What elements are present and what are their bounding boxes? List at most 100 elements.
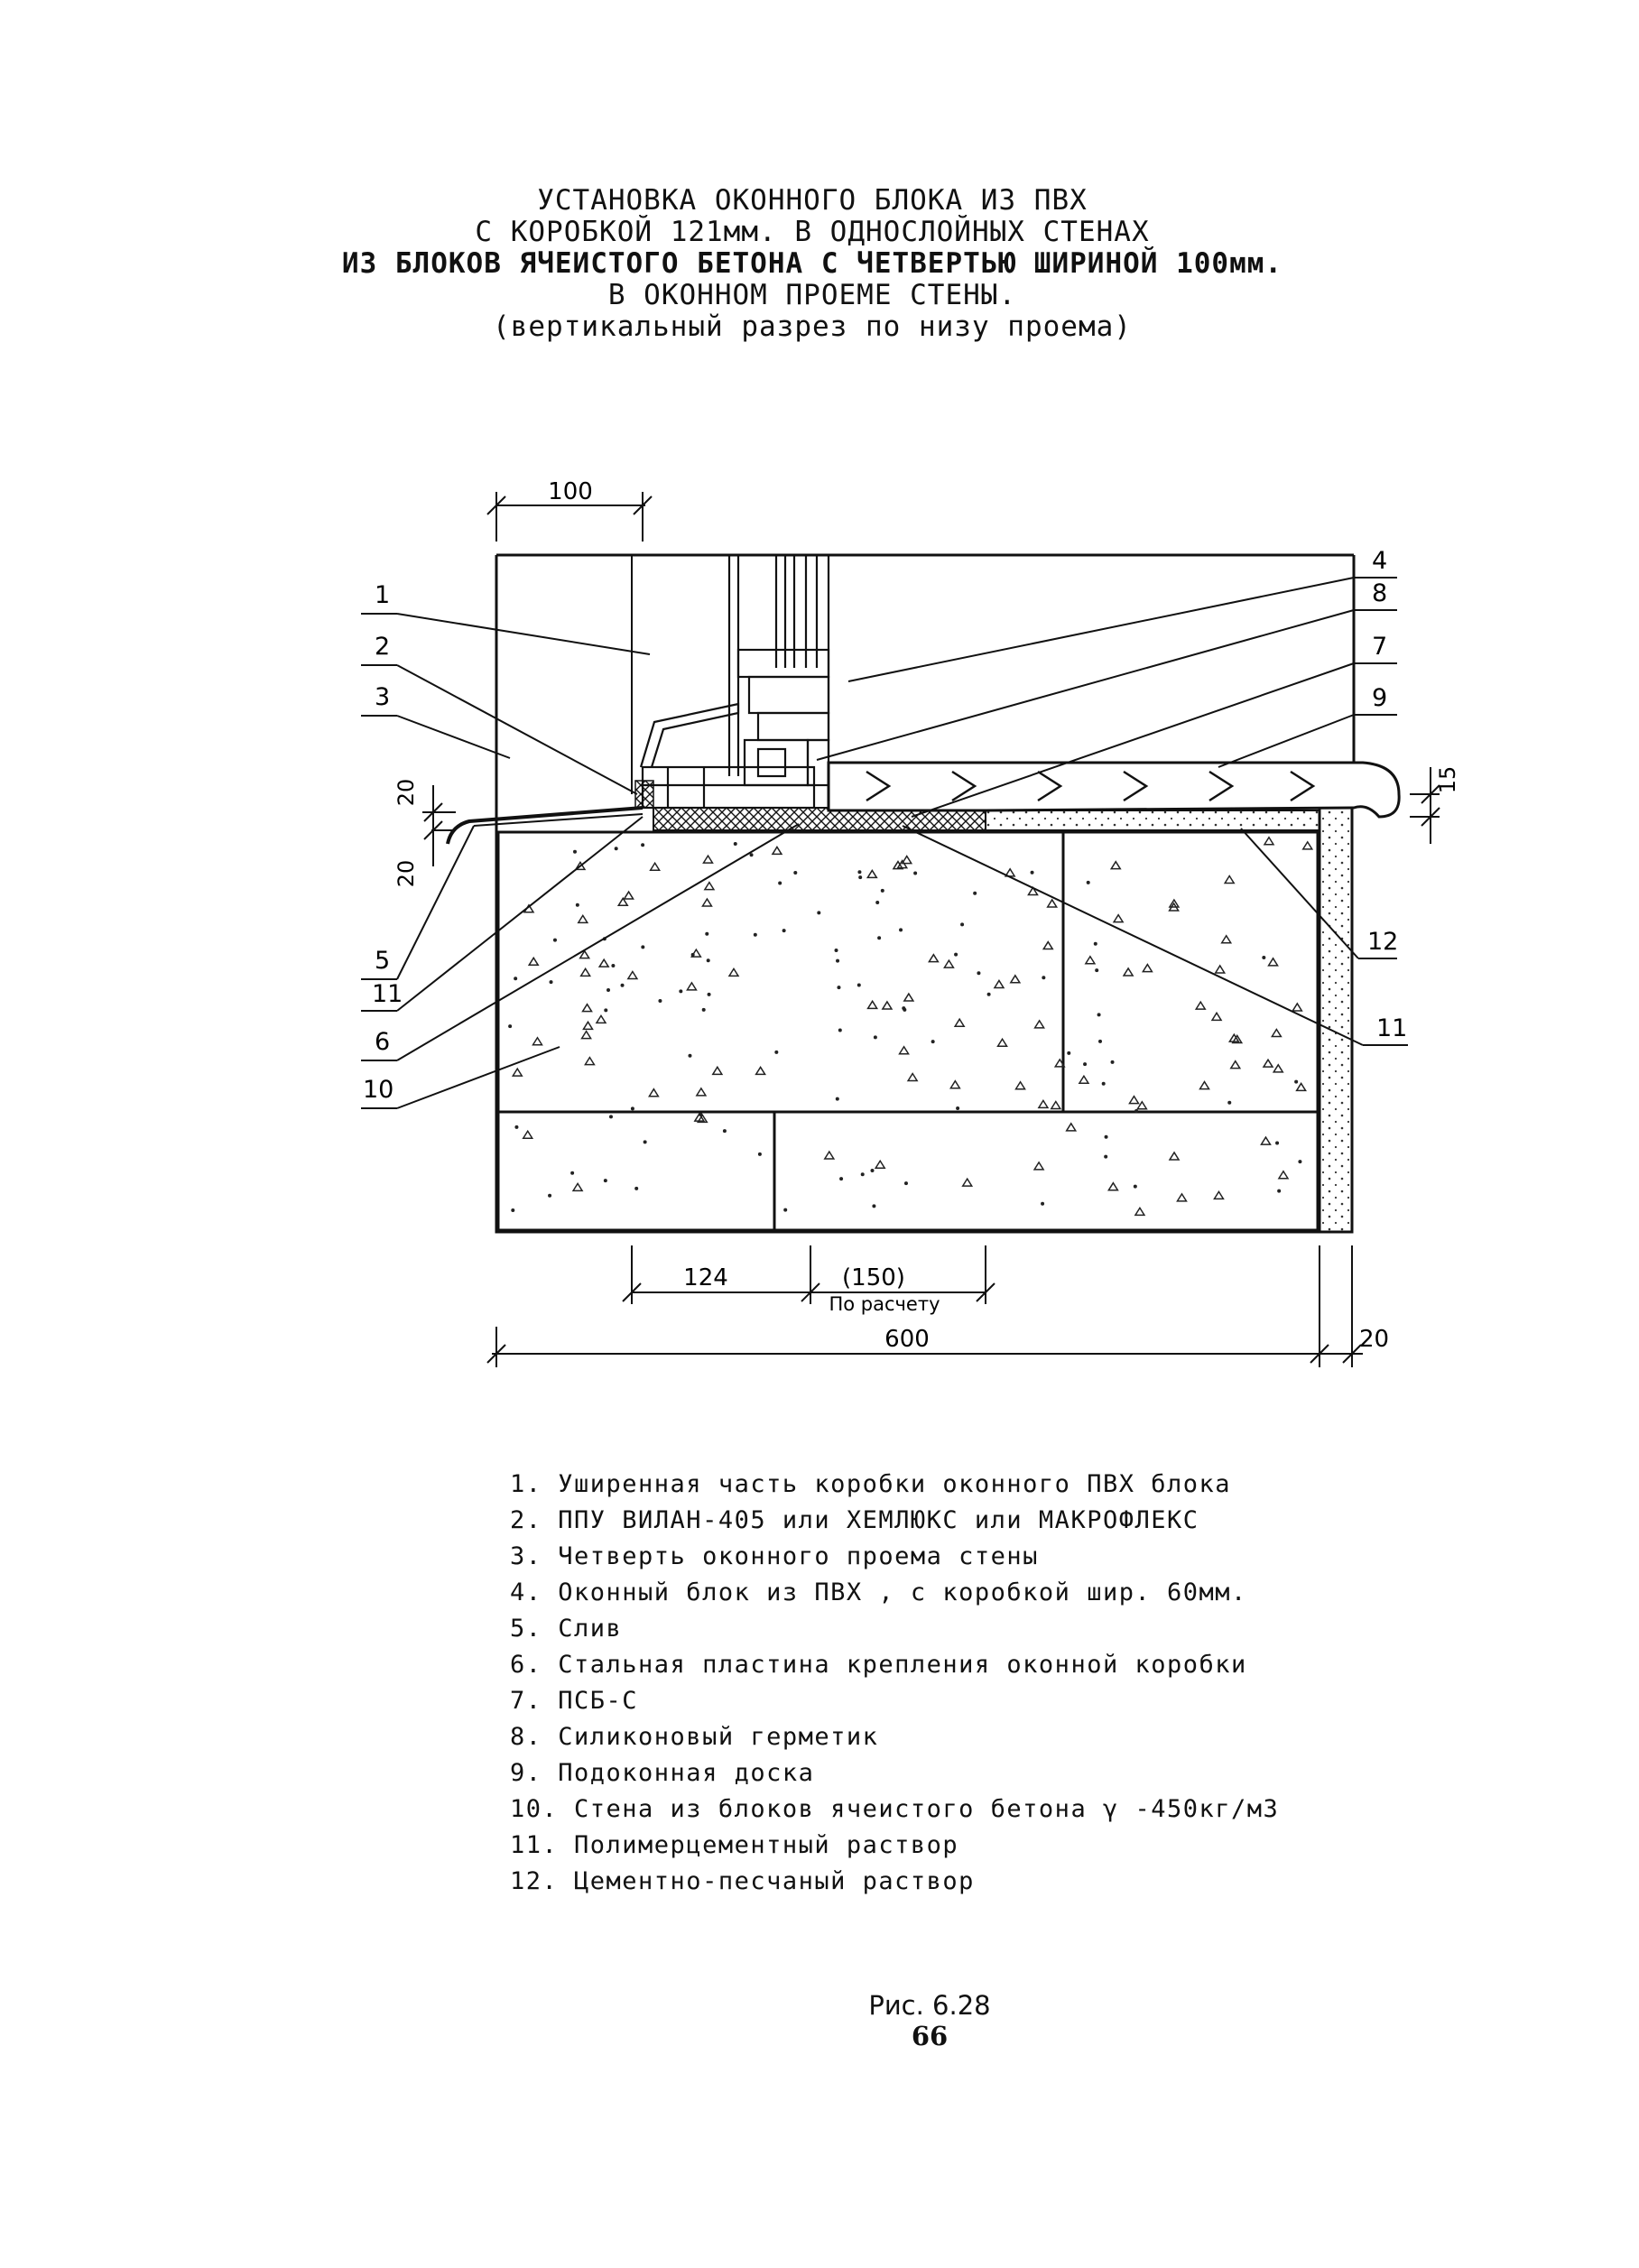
aggregate-mark [1260, 1135, 1272, 1145]
aggregate-mark [901, 855, 913, 865]
aggregate-mark [1142, 963, 1153, 973]
aggregate-mark [579, 967, 591, 977]
aggregate-dot [707, 992, 711, 996]
callout-5: 5 [375, 947, 390, 975]
aggregate-mark [693, 1112, 706, 1122]
aggregate-dot [753, 932, 757, 937]
aggregate-dot [699, 1112, 703, 1116]
aggregate-mark [574, 860, 587, 871]
aggregate-dot [608, 1115, 613, 1119]
aggregate-dot [575, 903, 579, 907]
aggregate-mark [1136, 1100, 1148, 1110]
aggregate-mark [1065, 1122, 1078, 1132]
leader-lines-right [816, 577, 1408, 1046]
aggregate-mark [1220, 934, 1233, 944]
foam-seal [634, 780, 654, 809]
aggregate-mark [703, 881, 716, 891]
aggregate-mark [1272, 1063, 1284, 1073]
aggregate-mark [1301, 840, 1314, 850]
aggregate-mark [1271, 1028, 1282, 1038]
aggregate-dot [630, 1106, 634, 1111]
aggregate-dot [1104, 1134, 1108, 1139]
aggregate-mark [953, 1017, 966, 1027]
aggregate-mark [1214, 964, 1227, 974]
aggregate-mark [577, 913, 589, 924]
title-line-1: УСТАНОВКА ОКОННОГО БЛОКА ИЗ ПВХ [537, 184, 1088, 217]
legend-item-1: 1. Уширенная часть коробки оконного ПВХ … [510, 1470, 1231, 1498]
aggregate-dot [1104, 1154, 1108, 1159]
aggregate-dot [643, 1140, 647, 1144]
legend-item-8: 8. Силиконовый герметик [510, 1723, 879, 1751]
aggregate-dot [880, 888, 884, 893]
aggregate-dot [1277, 1189, 1282, 1193]
aggregate-dot [614, 847, 618, 851]
aggregate-dot [977, 971, 981, 976]
callout-6: 6 [375, 1028, 390, 1056]
aggregate-dot [701, 1007, 706, 1012]
callout-12: 12 [1367, 928, 1398, 956]
aggregate-dot [1294, 1079, 1299, 1084]
aggregate-dot [604, 1008, 608, 1013]
aggregate-mark [1168, 898, 1181, 908]
legend-item-6: 6. Стальная пластина крепления оконной к… [510, 1651, 1247, 1679]
aggregate-dot [1262, 955, 1266, 959]
leader-lines-left [361, 613, 800, 1109]
callout-2: 2 [375, 633, 390, 661]
aggregate-mark [866, 999, 878, 1010]
aggregate-mark [511, 1067, 523, 1077]
callout-10: 10 [363, 1076, 394, 1104]
aggregate-dot [960, 922, 965, 927]
aggregate-mark [527, 956, 540, 967]
aggregate-mark [961, 1177, 974, 1187]
aggregate-mark [1267, 957, 1279, 967]
aggregate-mark [581, 1003, 593, 1013]
figure-caption: Рис. 6.28 66 [839, 1990, 1020, 2051]
aggregate-dot [783, 1208, 788, 1212]
aggregate-mark [695, 1087, 708, 1097]
aggregate-dot [733, 842, 737, 847]
aggregate-dot [607, 987, 611, 992]
aggregate-dot [793, 871, 798, 875]
aggregate-dot [757, 1152, 762, 1156]
aggregate-dot [873, 1035, 877, 1040]
aggregate-dot [603, 1179, 607, 1183]
aggregate-mark [1109, 860, 1122, 870]
aggregate-dot [836, 958, 840, 963]
aggregate-mark [1263, 836, 1275, 846]
aggregate-mark [616, 896, 629, 907]
aggregate-mark [755, 1066, 766, 1076]
aggregate-mark [906, 1072, 919, 1082]
aggregate-dot [954, 952, 958, 957]
aggregate-dot [641, 945, 645, 949]
aggregate-dot [620, 983, 625, 987]
aggregate-dot [877, 936, 882, 940]
aggregate-mark [686, 981, 698, 991]
aggregate-mark [892, 860, 904, 870]
dimension-lines [422, 492, 1440, 1367]
aggregate-mark [1050, 1100, 1062, 1110]
aggregate-mark [1009, 974, 1022, 984]
aggregate-dot [572, 849, 577, 854]
aggregate-mark [1231, 1034, 1244, 1044]
aggregate-dot [634, 1186, 639, 1190]
legend: 1. Уширенная часть коробки оконного ПВХ … [510, 1467, 1279, 1900]
aggregate-dot [839, 1177, 844, 1181]
legend-item-9: 9. Подоконная доска [510, 1759, 815, 1787]
aggregate-mark [881, 1000, 894, 1010]
aggregate-mark [1112, 913, 1125, 923]
aggregate-dot [834, 949, 838, 953]
legend-item-12: 12. Цементно-песчаный раствор [510, 1867, 975, 1895]
aggregate-dot [857, 983, 861, 987]
callout-11-left: 11 [372, 980, 403, 1008]
aggregate-mark [1210, 1011, 1223, 1022]
aggregate-mark [1027, 886, 1039, 896]
aggregate-dot [1083, 1062, 1088, 1067]
aggregate-dot [903, 1181, 908, 1186]
aggregate-dot [1097, 1013, 1101, 1017]
aggregate-dot [858, 875, 863, 880]
aggregate-dot [1086, 880, 1090, 884]
aggregate-mark [1084, 955, 1097, 965]
aggregate-dot [1227, 1100, 1232, 1105]
aggregate-mark [1037, 1098, 1050, 1109]
callout-11-right: 11 [1376, 1014, 1407, 1042]
